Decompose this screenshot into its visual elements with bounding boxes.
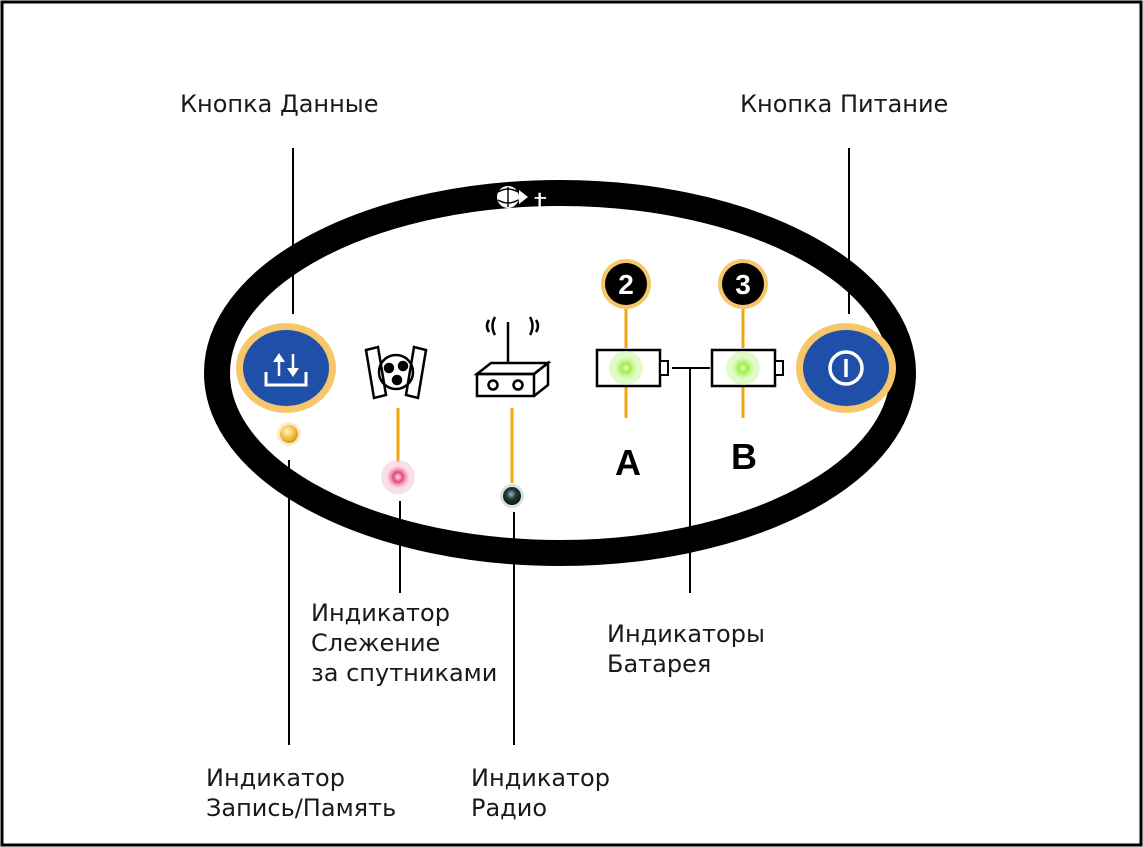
label-line: Индикаторы xyxy=(607,620,765,648)
battery-a-badge xyxy=(601,259,651,309)
battery-a-number: 2 xyxy=(618,269,634,300)
radio-led xyxy=(503,487,521,505)
upload-download-arrows-icon xyxy=(264,353,308,387)
battery-b-letter: B xyxy=(731,436,757,477)
battery-a-led xyxy=(615,357,637,379)
satellite-icon xyxy=(364,345,428,400)
satellite-tracking-led xyxy=(387,466,409,488)
led-stems xyxy=(396,306,745,483)
data-button[interactable] xyxy=(236,323,336,413)
label-line: Батарея xyxy=(607,650,712,678)
label-line: за спутниками xyxy=(311,659,498,687)
label-data-button: Кнопка Данные xyxy=(180,90,379,118)
label-line: Индикатор xyxy=(206,764,345,792)
battery-b-number: 3 xyxy=(735,269,751,300)
power-button[interactable] xyxy=(796,323,896,413)
label-power-button: Кнопка Питание xyxy=(740,90,949,118)
label-line: Радио xyxy=(471,794,548,822)
record-memory-led xyxy=(280,425,298,443)
battery-b-badge xyxy=(718,259,768,309)
label-satellite-tracking: Индикатор Слежение за спутниками xyxy=(311,598,497,688)
logo-text: t xyxy=(533,188,549,218)
radio-antenna-icon xyxy=(473,316,552,398)
label-radio: Индикатор Радио xyxy=(471,763,610,823)
panel-ring xyxy=(204,180,916,566)
power-icon xyxy=(828,350,864,386)
label-line: Слежение xyxy=(311,629,441,657)
battery-a-letter: A xyxy=(615,442,641,483)
label-line: Запись/Память xyxy=(206,794,397,822)
label-battery-indicators: Индикаторы Батарея xyxy=(607,619,765,679)
logo-icon xyxy=(497,186,528,208)
label-line: Индикатор xyxy=(311,599,450,627)
label-line: Индикатор xyxy=(471,764,610,792)
battery-b-led xyxy=(732,357,754,379)
label-record-memory: Индикатор Запись/Память xyxy=(206,763,396,823)
leader-lines xyxy=(288,148,850,745)
